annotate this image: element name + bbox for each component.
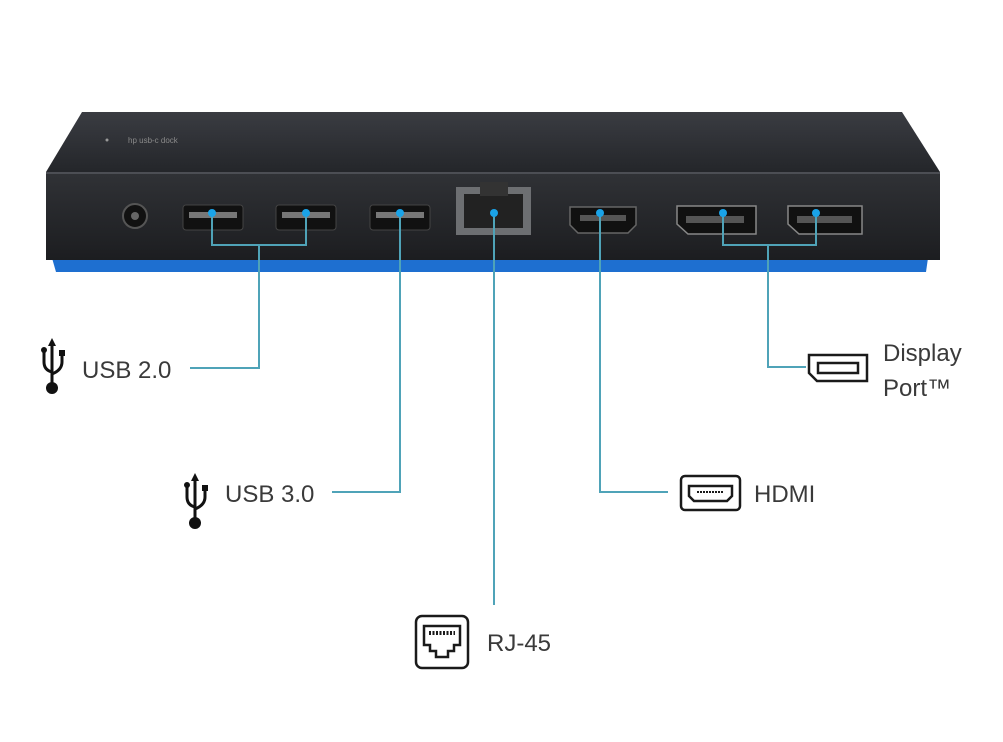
displayport-port-2 <box>787 205 863 235</box>
usb-icon <box>41 338 65 394</box>
hdmi-label: HDMI <box>754 481 815 508</box>
callout-usb2 <box>190 213 307 369</box>
displayport-label-line2: Port™ <box>883 375 951 402</box>
displayport-label-line1: Display <box>883 340 962 367</box>
callout-hdmi <box>599 213 668 493</box>
hdmi-port-icon <box>679 474 742 512</box>
ethernet-port-icon <box>414 614 470 670</box>
displayport-port-1 <box>676 205 757 235</box>
displayport-icon <box>807 353 869 383</box>
callout-displayport <box>722 213 817 368</box>
usb2-label: USB 2.0 <box>82 357 171 384</box>
callout-usb3 <box>332 213 401 493</box>
usb3-label: USB 3.0 <box>225 481 314 508</box>
power-jack <box>122 203 148 229</box>
dock-brand-text: hp usb-c dock <box>128 136 179 145</box>
dock-top-face <box>52 258 928 272</box>
rj45-label: RJ-45 <box>487 630 551 657</box>
usb-icon <box>184 473 208 529</box>
port-dots <box>208 209 820 217</box>
dock-top-surface <box>46 112 940 172</box>
hdmi-port <box>569 206 637 234</box>
